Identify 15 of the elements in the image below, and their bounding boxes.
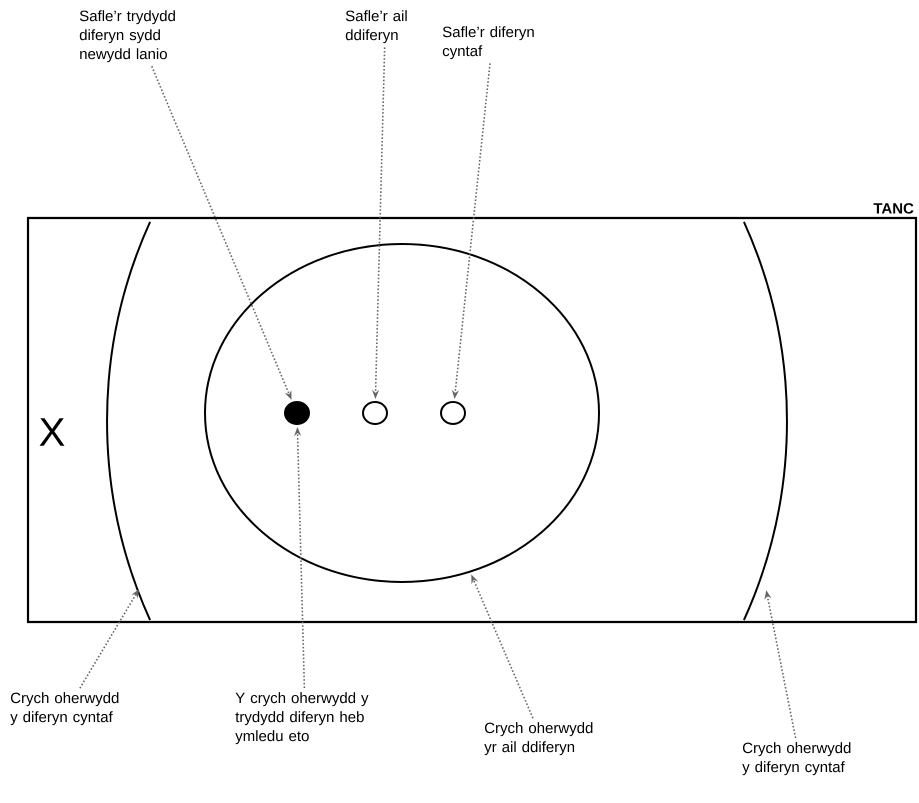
callout-text: Safle’r diferyn cyntaf [442,26,534,60]
drop-circle [440,400,466,425]
ripple-circle [204,243,600,583]
callout-text: Safle’r trydydd diferyn sydd newydd lanio [80,10,175,62]
ripple-arc [106,222,151,620]
ripple-arc [743,222,788,620]
callout-text: Crych oherwydd y diferyn cyntaf [742,742,850,776]
x-label: X [40,418,64,446]
callout-text: Y crych oherwydd y trydydd diferyn heb ymledu eto [235,692,369,744]
drop-dot [284,400,310,425]
callout-text: Crych oherwydd y diferyn cyntaf [10,692,118,726]
node-label: TANC [874,203,914,214]
callout-text: Safle’r ail ddiferyn [346,10,407,44]
drop-circle [362,400,388,425]
callout-text: Crych oherwydd yr ail ddiferyn [484,722,592,756]
